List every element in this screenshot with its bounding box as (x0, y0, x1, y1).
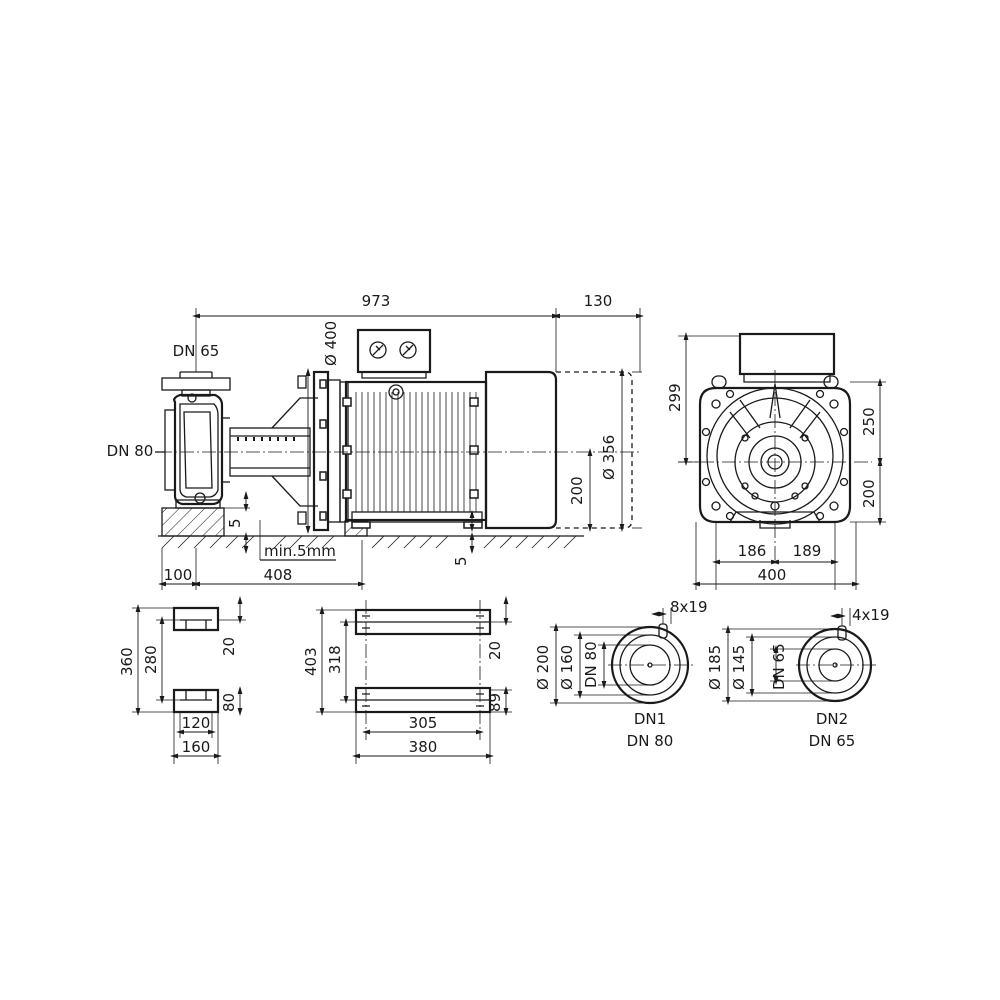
dim-gap-right: 5 (452, 510, 480, 566)
dim-gap-left-label: 5 (226, 518, 244, 528)
dim-end-width: 186 189 400 (692, 522, 860, 590)
dim-end-upper-lower: 250 200 (850, 378, 886, 526)
dim-motor-diameter: Ø 356 (600, 368, 642, 532)
dim-axis-height: 200 (568, 448, 593, 532)
foot-right-top-thk-label: 20 (486, 641, 504, 660)
foot-right-hole-span-label: 305 (409, 714, 438, 732)
flange-dn2-title: DN2 (816, 710, 848, 728)
motor-body (342, 380, 488, 529)
flange-dn1: 8x19 Ø 200 Ø 160 DN 80 DN1 DN 80 (534, 598, 708, 750)
side-view: 973 130 DN 65 DN 80 Ø 400 Ø 356 200 (107, 292, 644, 590)
flange-dn2: 4x19 Ø 185 Ø 145 DN 65 DN2 DN 65 (706, 606, 890, 750)
flange-dn1-title: DN1 (634, 710, 666, 728)
dim-base-left-label: 100 (164, 566, 193, 584)
foot-left-inner-label: 280 (142, 645, 160, 674)
foot-left-bottom-thk-label: 80 (220, 693, 238, 712)
foot-right-width-label: 380 (409, 738, 438, 756)
dim-total-label: 973 (362, 292, 391, 310)
foot-left-hole-span-label: 120 (182, 714, 211, 732)
terminal-box (356, 328, 432, 400)
dim-base: 100 408 (158, 540, 366, 590)
foot-left-outer-label: 360 (118, 647, 136, 676)
foot-right-inner-label: 318 (326, 645, 344, 674)
dim-gap-left: 5 (224, 491, 250, 554)
flange-dn2-outer-dia-label: Ø 185 (706, 645, 724, 690)
dim-gap-right-label: 5 (452, 556, 470, 566)
dim-end-left-half-label: 186 (738, 542, 767, 560)
fan-cover (484, 370, 633, 530)
dim-motor-dia-label: Ø 356 (600, 435, 618, 480)
pump-casing (161, 371, 231, 509)
dim-end-right-half-label: 189 (793, 542, 822, 560)
dim-end-lower-label: 200 (860, 479, 878, 508)
shaft-lantern (229, 375, 318, 525)
end-view: 299 250 200 186 189 400 (666, 332, 886, 590)
dim-flange-dia-label: Ø 400 (322, 321, 340, 366)
flange-dn1-bolt-dia-label: Ø 160 (558, 645, 576, 690)
foot-right-bottom-thk-label: 89 (486, 693, 504, 712)
dn-inlet-label: DN 80 (107, 442, 154, 460)
dn-outlet-label: DN 65 (173, 342, 220, 360)
ground-line (158, 535, 584, 549)
flange-dn1-bolts-label: 8x19 (670, 598, 708, 616)
foot-detail-left: 360 280 20 80 120 160 (118, 596, 246, 764)
flange-dn2-inner-label: DN 65 (770, 643, 788, 690)
flange-dn2-subtitle: DN 65 (809, 732, 856, 750)
flange-dn1-subtitle: DN 80 (627, 732, 674, 750)
foot-detail-right: 403 318 20 89 305 380 (302, 596, 512, 764)
dim-flange-diameter: Ø 400 (305, 321, 340, 534)
foot-right-outer-label: 403 (302, 647, 320, 676)
flange-dn2-bolt-dia-label: Ø 145 (730, 645, 748, 690)
motor-flange (312, 370, 349, 532)
dim-base-span-label: 408 (264, 566, 293, 584)
dim-end-width-label: 400 (758, 566, 787, 584)
flange-dn1-outer-dia-label: Ø 200 (534, 645, 552, 690)
min-gap-label: min.5mm (264, 542, 336, 560)
foot-left-width-label: 160 (182, 738, 211, 756)
flange-dn2-bolts-label: 4x19 (852, 606, 890, 624)
dim-overall-length: 973 130 (192, 292, 644, 372)
min-gap-note: min.5mm (259, 520, 336, 561)
dim-axis-height-label: 200 (568, 476, 586, 505)
dim-end-height-total: 299 (666, 332, 740, 466)
foot-left-top-thk-label: 20 (220, 637, 238, 656)
dim-end-height-total-label: 299 (666, 383, 684, 412)
dim-end-label: 130 (584, 292, 613, 310)
dim-end-upper-label: 250 (860, 407, 878, 436)
flange-dn1-inner-label: DN 80 (582, 641, 600, 688)
